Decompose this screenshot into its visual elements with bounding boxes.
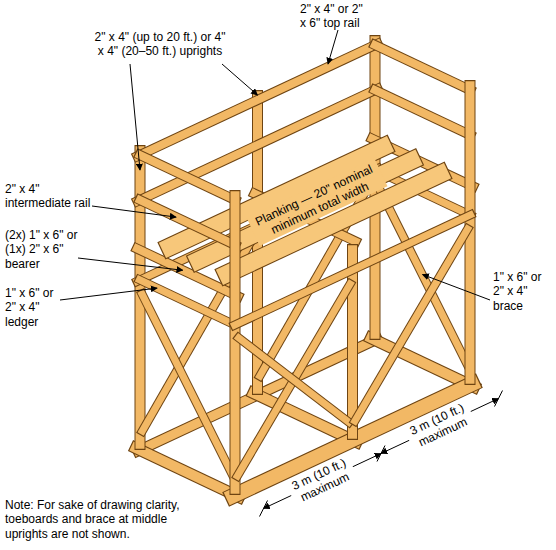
brace [235, 335, 353, 425]
leader-line [328, 30, 338, 64]
part-label: 1" x 6" or 2" x 4" brace [493, 270, 551, 313]
dimension-line [264, 454, 382, 509]
top-rail [371, 43, 473, 91]
intermediate-rail [135, 198, 240, 248]
leader-line [222, 64, 258, 95]
leader-line [130, 64, 140, 170]
part-label: (2x) 1" x 6" or (1x) 2" x 6" bearer [5, 228, 79, 271]
leader-line [60, 288, 157, 300]
leader-line [78, 258, 183, 270]
leader-line [92, 206, 176, 217]
leader-line [423, 275, 491, 301]
part-label: 2" x 4" (up to 20 ft.) or 4" x 4" (20–50… [90, 30, 230, 59]
scaffold-frame [131, 35, 480, 500]
top-rail [135, 153, 240, 203]
top-rail [370, 43, 475, 93]
part-label: 1" x 6" or 2" x 4" ledger [5, 286, 57, 329]
brace [236, 336, 352, 425]
top-rail [133, 42, 382, 159]
dimension-tick [377, 446, 385, 462]
plank [162, 144, 390, 251]
intermediate-rail [371, 88, 473, 136]
part-label: 2" x 4" or 2" x 6" top rail [300, 2, 368, 31]
top-rail [134, 42, 381, 158]
dimension-tick [260, 501, 268, 517]
dimension-line [381, 399, 499, 454]
brace [235, 280, 353, 480]
plank [191, 157, 419, 264]
top-rail [136, 153, 238, 201]
dimension-tick [495, 391, 503, 407]
note-text: Note: For sake of drawing clarity, toebo… [5, 498, 205, 541]
brace [353, 226, 469, 424]
leader-lines [60, 30, 503, 517]
brace [353, 225, 471, 425]
plank [161, 143, 391, 251]
intermediate-rail [370, 88, 475, 138]
plank [190, 157, 420, 265]
brace [236, 281, 352, 479]
intermediate-rail [136, 198, 238, 246]
part-label: 2" x 4" intermediate rail [5, 182, 100, 211]
